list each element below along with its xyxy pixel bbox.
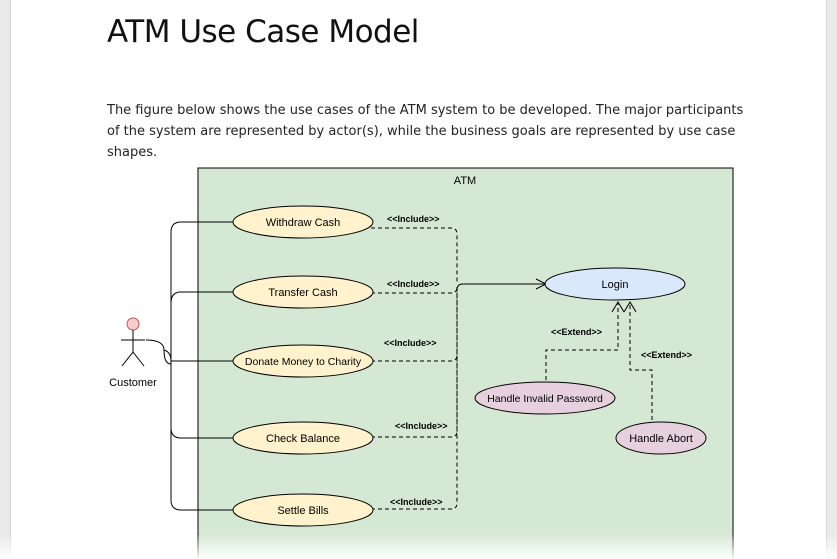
extend-label-abort: <<Extend>> xyxy=(641,350,692,360)
include-lines xyxy=(371,227,458,510)
include-label-transfer: <<Include>> xyxy=(387,279,440,289)
use-case-withdraw-cash[interactable]: Withdraw Cash xyxy=(232,205,374,239)
use-case-label: Handle Abort xyxy=(629,433,693,445)
actor-label: Customer xyxy=(109,377,157,389)
include-label-withdraw: <<Include>> xyxy=(387,214,440,224)
use-case-label: Transfer Cash xyxy=(268,287,337,299)
use-case-settle-bills[interactable]: Settle Bills xyxy=(232,493,374,527)
use-case-login[interactable]: Login xyxy=(544,267,686,301)
intro-paragraph: The figure below shows the use cases of … xyxy=(107,103,744,160)
extend-lines xyxy=(545,302,653,420)
include-label-bills: <<Include>> xyxy=(390,497,443,507)
use-case-handle-invalid-password[interactable]: Handle Invalid Password xyxy=(474,381,616,415)
use-case-label: Donate Money to Charity xyxy=(245,356,362,368)
use-case-donate-money[interactable]: Donate Money to Charity xyxy=(232,344,374,378)
actor-customer[interactable]: Customer xyxy=(109,317,157,389)
page-title: ATM Use Case Model xyxy=(107,14,419,50)
use-case-label: Handle Invalid Password xyxy=(487,393,603,405)
use-case-transfer-cash[interactable]: Transfer Cash xyxy=(232,275,374,309)
use-case-label: Settle Bills xyxy=(277,505,329,517)
use-case-label: Check Balance xyxy=(266,433,340,445)
use-case-label: Withdraw Cash xyxy=(266,217,341,229)
use-case-handle-abort[interactable]: Handle Abort xyxy=(615,421,707,455)
bottom-fade xyxy=(0,533,837,559)
extend-label-invalid-password: <<Extend>> xyxy=(551,327,602,337)
use-case-label: Login xyxy=(602,279,629,291)
use-case-check-balance[interactable]: Check Balance xyxy=(232,421,374,455)
include-label-balance: <<Include>> xyxy=(395,421,448,431)
association-lines xyxy=(145,221,234,511)
system-boundary-label: ATM xyxy=(454,175,476,187)
include-arrow xyxy=(456,284,546,291)
extend-arrowheads xyxy=(611,301,637,313)
include-label-donate: <<Include>> xyxy=(384,338,437,348)
stick-figure-icon xyxy=(121,317,145,367)
